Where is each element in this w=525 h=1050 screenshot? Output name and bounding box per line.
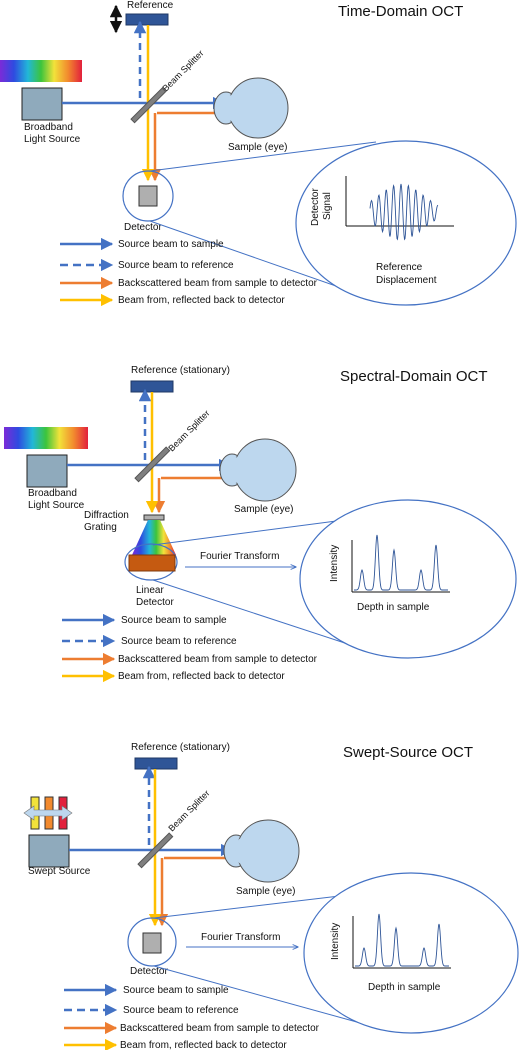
detector-label-1: Linear: [136, 585, 164, 596]
beam-splitter-icon: [137, 832, 174, 869]
panel-swept-source: Swept-Source OCT Reference (stationary) …: [23, 742, 519, 1050]
legend-reference: Source beam to reference: [123, 1005, 239, 1016]
beam-splitter-label: Beam Splitter: [166, 788, 211, 833]
legend-reference: Source beam to reference: [118, 260, 234, 271]
reference-mirror: [130, 380, 174, 393]
legend-reference: Source beam to reference: [121, 636, 237, 647]
legend-swept: Source beam to sample Source beam to ref…: [64, 983, 320, 1050]
panel-title: Swept-Source OCT: [343, 744, 473, 761]
detector-box: [142, 932, 162, 954]
panel-spectral-domain: Spectral-Domain OCT Reference (stationar…: [4, 365, 517, 683]
zoom-line-bottom: [152, 579, 361, 649]
legend-backscatter: Backscattered beam from sample to detect…: [118, 278, 318, 289]
intensity-curve: [355, 913, 449, 967]
source-label-1: Broadband: [28, 488, 77, 499]
fourier-label: Fourier Transform: [201, 932, 280, 943]
source-label-1: Broadband: [24, 122, 73, 133]
plot-ylabel: Intensity: [330, 923, 341, 960]
zoom-line-bottom: [153, 965, 365, 1025]
fourier-label: Fourier Transform: [200, 551, 279, 562]
detector-label: Detector: [124, 222, 162, 233]
legend-source: Source beam to sample: [118, 239, 224, 250]
legend-spectral: Source beam to sample Source beam to ref…: [62, 613, 318, 683]
legend-reflected: Beam from, reflected back to detector: [118, 671, 285, 682]
beam-splitter-label: Beam Splitter: [166, 408, 211, 453]
eye-icon: [223, 819, 300, 883]
signal-xlabel-1: Reference: [376, 262, 423, 273]
eye-icon: [213, 77, 289, 139]
legend-reflected: Beam from, reflected back to detector: [120, 1040, 287, 1050]
sample-label: Sample (eye): [228, 142, 287, 153]
source-label-2: Light Source: [28, 500, 85, 511]
beam-splitter-icon: [134, 446, 171, 483]
panel-time-domain: Time-Domain OCT Reference Broadband Ligh…: [0, 0, 517, 307]
detector-label-2: Detector: [136, 597, 174, 608]
legend-reflected: Beam from, reflected back to detector: [118, 295, 285, 306]
source-box: [21, 87, 63, 121]
intensity-curve: [354, 534, 448, 591]
zoom-line-top: [152, 519, 345, 546]
detector-circle: [124, 543, 178, 581]
sample-label: Sample (eye): [234, 504, 293, 515]
source-box: [26, 454, 68, 488]
reference-mirror: [134, 757, 178, 770]
swept-filter-icon: [23, 796, 73, 830]
legend-time: Source beam to sample Source beam to ref…: [60, 237, 318, 307]
intensity-bubble: [299, 499, 517, 659]
zoom-line-top: [149, 141, 377, 172]
reference-label: Reference (stationary): [131, 365, 230, 376]
legend-source: Source beam to sample: [123, 985, 229, 996]
source-label-2: Light Source: [24, 134, 81, 145]
reference-label: Reference: [127, 0, 174, 11]
detector-box: [138, 185, 158, 207]
intensity-bubble: [303, 872, 519, 1034]
eye-icon: [219, 438, 297, 502]
legend-backscatter: Backscattered beam from sample to detect…: [118, 654, 318, 665]
source-box: [28, 834, 70, 868]
detector-circle: [127, 917, 177, 967]
beam-splitter-label: Beam Splitter: [160, 48, 205, 93]
spectrum-icon: [0, 60, 82, 82]
linear-detector: [128, 554, 176, 572]
beam-splitter-icon: [130, 87, 167, 124]
signal-ylabel-2: Signal: [322, 192, 333, 220]
panel-title: Spectral-Domain OCT: [340, 368, 488, 385]
panel-title: Time-Domain OCT: [338, 3, 463, 20]
detector-circle: [122, 170, 174, 222]
plot-ylabel: Intensity: [329, 545, 340, 582]
signal-xlabel-2: Displacement: [376, 275, 437, 286]
plot-xlabel: Depth in sample: [368, 982, 441, 993]
zoom-line-top: [153, 894, 349, 919]
diffraction-grating: [143, 514, 165, 521]
legend-backscatter: Backscattered beam from sample to detect…: [120, 1023, 320, 1034]
reference-mirror: [125, 13, 169, 26]
reference-label: Reference (stationary): [131, 742, 230, 753]
interferogram-curve: [369, 183, 439, 241]
detector-label: Detector: [130, 966, 168, 977]
source-label: Swept Source: [28, 866, 91, 877]
plot-xlabel: Depth in sample: [357, 602, 430, 613]
signal-ylabel-1: Detector: [310, 188, 321, 226]
spectrum-icon: [4, 427, 88, 449]
grating-label-1: Diffraction: [84, 510, 129, 521]
sample-label: Sample (eye): [236, 886, 295, 897]
legend-source: Source beam to sample: [121, 615, 227, 626]
grating-label-2: Grating: [84, 522, 117, 533]
